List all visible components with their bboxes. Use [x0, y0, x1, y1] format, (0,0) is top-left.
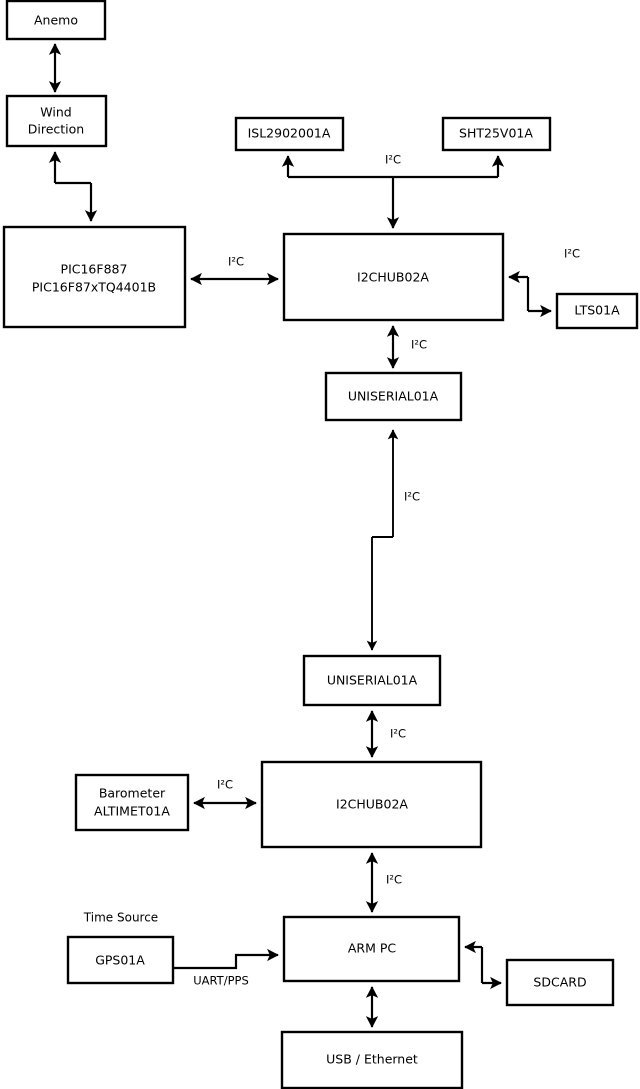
edge-label-uniserial-to-uniserial: I²C	[404, 490, 420, 504]
usb-ethernet-box	[280, 1030, 464, 1089]
edge-label-hub-to-armpc: I²C	[386, 873, 402, 887]
node-gps01a: GPS01A	[66, 935, 175, 985]
edge-label-uniserial-bottom-to-hub: I²C	[390, 727, 406, 741]
uniserial-top-label: UNISERIAL01A	[348, 389, 439, 404]
node-hub-top: I2CHUB02A	[282, 232, 505, 322]
node-lts01a: LTS01A	[555, 292, 639, 330]
edge-barometer-hub-bottom: I²C	[193, 778, 257, 810]
edge-uniserial-uniserial: I²C	[366, 429, 420, 651]
edge-label-hub-to-lts: I²C	[564, 247, 580, 261]
uniserial-top-box	[324, 371, 463, 422]
anemo-label: Anemo	[34, 13, 78, 28]
uniserial-bottom-label: UNISERIAL01A	[327, 673, 418, 688]
isl-box	[234, 116, 345, 152]
arm-pc-label: ARM PC	[348, 941, 397, 956]
wind-direction-label-line2: Direction	[28, 122, 84, 137]
node-isl2902001a: ISL2902001A	[234, 116, 345, 152]
edge-hub-top-uniserial-top: I²C	[386, 325, 427, 369]
barometer-box	[74, 773, 190, 832]
edge-hub-bottom-armpc: I²C	[365, 852, 402, 913]
lts-box	[555, 292, 639, 330]
pic-label-line2: PIC16F87xTQ4401B	[32, 280, 156, 295]
gps-box	[66, 935, 175, 985]
node-barometer: Barometer ALTIMET01A	[74, 773, 190, 832]
sht-label: SHT25V01A	[459, 126, 533, 141]
edge-gps-armpc: UART/PPS	[173, 948, 279, 988]
pic-label-line1: PIC16F887	[61, 262, 128, 277]
edge-label-hub-to-sensors: I²C	[385, 153, 401, 167]
anemo-box	[5, 0, 107, 41]
edge-label-hub-to-uniserial-top: I²C	[411, 338, 427, 352]
node-sht25v01a: SHT25V01A	[441, 116, 552, 152]
edge-uniserial-bottom-hub-bottom: I²C	[365, 710, 406, 758]
node-arm-pc: ARM PC	[282, 915, 461, 983]
uniserial-bottom-box	[302, 654, 442, 707]
hub-bottom-label: I2CHUB02A	[336, 797, 408, 812]
sdcard-label: SDCARD	[533, 975, 586, 990]
node-anemo: Anemo	[5, 0, 107, 41]
wind-direction-label-line1: Wind	[40, 105, 71, 120]
node-sdcard: SDCARD	[505, 958, 615, 1007]
sdcard-box	[505, 958, 615, 1007]
sht-box	[441, 116, 552, 152]
edge-wind-direction-pic	[48, 151, 98, 222]
wind-direction-box	[5, 94, 108, 148]
node-usb-ethernet: USB / Ethernet	[280, 1030, 464, 1089]
node-uniserial-bottom: UNISERIAL01A	[302, 654, 442, 707]
usb-ethernet-label: USB / Ethernet	[326, 1052, 418, 1067]
pic-box	[2, 225, 187, 329]
node-uniserial-top: UNISERIAL01A	[324, 371, 463, 422]
hub-top-label: I2CHUB02A	[357, 270, 429, 285]
edge-pic-hub-top: I²C	[190, 255, 279, 286]
edge-label-pic-to-hub: I²C	[228, 255, 244, 269]
edge-hub-lts: I²C	[508, 247, 580, 318]
node-hub-bottom: I2CHUB02A	[260, 760, 483, 849]
isl-label: ISL2902001A	[248, 126, 331, 141]
gps-label: GPS01A	[95, 953, 145, 968]
edge-armpc-sdcard	[464, 940, 502, 990]
lts-label: LTS01A	[574, 303, 620, 318]
node-wind-direction: Wind Direction	[5, 94, 108, 148]
node-pic: PIC16F887 PIC16F87xTQ4401B	[2, 225, 187, 329]
edge-label-gps-to-armpc: UART/PPS	[193, 974, 249, 988]
barometer-label-line1: Barometer	[99, 786, 166, 801]
time-source-label: Time Source	[83, 911, 158, 925]
hub-top-box	[282, 232, 505, 322]
barometer-label-line2: ALTIMET01A	[94, 804, 170, 819]
hub-bottom-box	[260, 760, 483, 849]
edge-hub-to-sensors: I²C	[281, 153, 505, 229]
gps-armpc-connector	[173, 948, 279, 970]
edge-label-barometer-to-hub: I²C	[217, 778, 233, 792]
arm-pc-box	[282, 915, 461, 983]
